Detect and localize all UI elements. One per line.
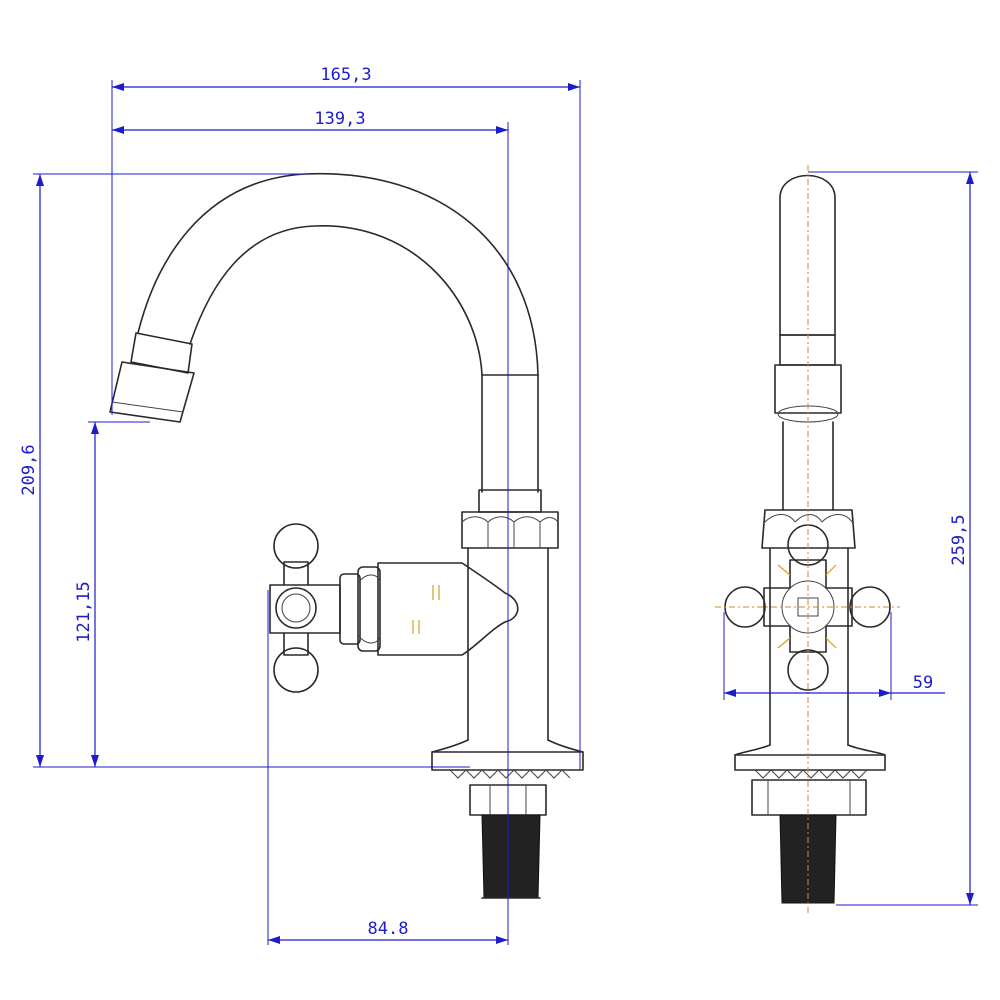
side-shank xyxy=(779,814,837,904)
side-view xyxy=(715,165,900,915)
spout-ring xyxy=(478,489,542,513)
side-flange xyxy=(734,744,886,771)
dim-spout-reach: 139,3 xyxy=(112,109,509,945)
dim-side-height: 259,5 xyxy=(808,171,978,906)
dim-overall-height: 209,6 xyxy=(19,173,470,768)
faucet-body xyxy=(339,547,549,741)
spout xyxy=(109,172,539,493)
cross-handle-front[interactable] xyxy=(269,523,341,693)
side-nut xyxy=(761,509,856,549)
dimensions: 165,3 139,3 209,6 121,15 xyxy=(19,65,978,945)
threaded-shank xyxy=(481,814,541,899)
side-spout xyxy=(779,174,836,336)
dim-handle-width-label: 59 xyxy=(913,673,933,693)
dim-handle-width: 59 xyxy=(723,612,945,700)
cross-handle-side[interactable] xyxy=(724,524,891,691)
dim-overall-width: 165,3 xyxy=(111,65,581,770)
front-view xyxy=(109,172,584,899)
dim-side-height-label: 259,5 xyxy=(949,514,969,565)
dim-overall-width-label: 165,3 xyxy=(320,65,371,85)
dim-handle-offset: 84.8 xyxy=(267,590,508,945)
dim-spout-height: 121,15 xyxy=(74,421,150,767)
dim-spout-height-label: 121,15 xyxy=(74,581,94,642)
spout-nut xyxy=(461,511,559,549)
dim-handle-offset-label: 84.8 xyxy=(368,919,409,939)
dim-overall-height-label: 209,6 xyxy=(19,444,39,495)
dim-spout-reach-label: 139,3 xyxy=(314,109,365,129)
